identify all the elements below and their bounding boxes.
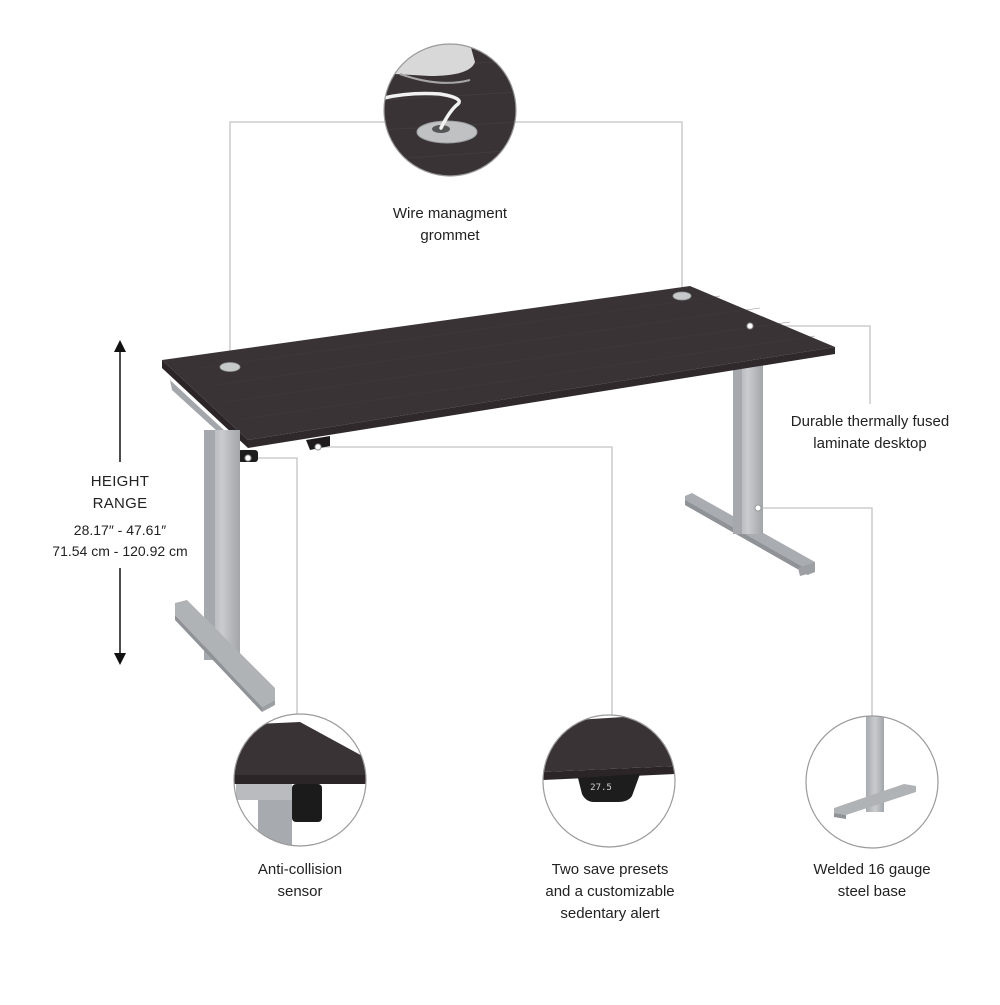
down-arrow-icon [114, 653, 126, 665]
caption-anti-collision: Anti-collision sensor [257, 861, 343, 900]
laminate-marker [746, 322, 754, 330]
leader-line-anti-collision [248, 457, 298, 715]
grommet-right [672, 291, 692, 301]
keypad [306, 436, 330, 450]
leader-line-presets [318, 446, 613, 715]
caption-height-range: 28.17″ - 47.61″ 71.54 cm - 120.92 cm [52, 522, 188, 559]
caption-height-title: HEIGHT RANGE [90, 473, 150, 512]
desktop [162, 286, 835, 462]
caption-steel-base: Welded 16 gauge steel base [813, 861, 931, 900]
keypad-display: 27.5 [590, 783, 612, 793]
detail-circle-presets: 27.5 [542, 714, 676, 848]
leader-line-grommet-left [229, 121, 385, 367]
caption-laminate: Durable thermally fused laminate desktop [790, 413, 950, 452]
caption-wire-grommet: Wire managment grommet [392, 205, 508, 244]
leader-line-grommet-right [515, 121, 683, 296]
detail-circle-anti-collision [233, 713, 367, 847]
up-arrow-icon [114, 340, 126, 352]
front-leg [170, 380, 275, 712]
detail-circle-grommet [383, 43, 517, 177]
back-leg [685, 364, 815, 576]
height-arrows [114, 340, 126, 665]
caption-presets: Two save presets and a customizable sede… [545, 861, 675, 922]
grommet-left [219, 362, 241, 372]
detail-circle-steel-base [805, 715, 939, 849]
leader-line-steel-base [758, 507, 873, 716]
leader-lines [229, 121, 873, 716]
leader-line-laminate [750, 325, 871, 404]
